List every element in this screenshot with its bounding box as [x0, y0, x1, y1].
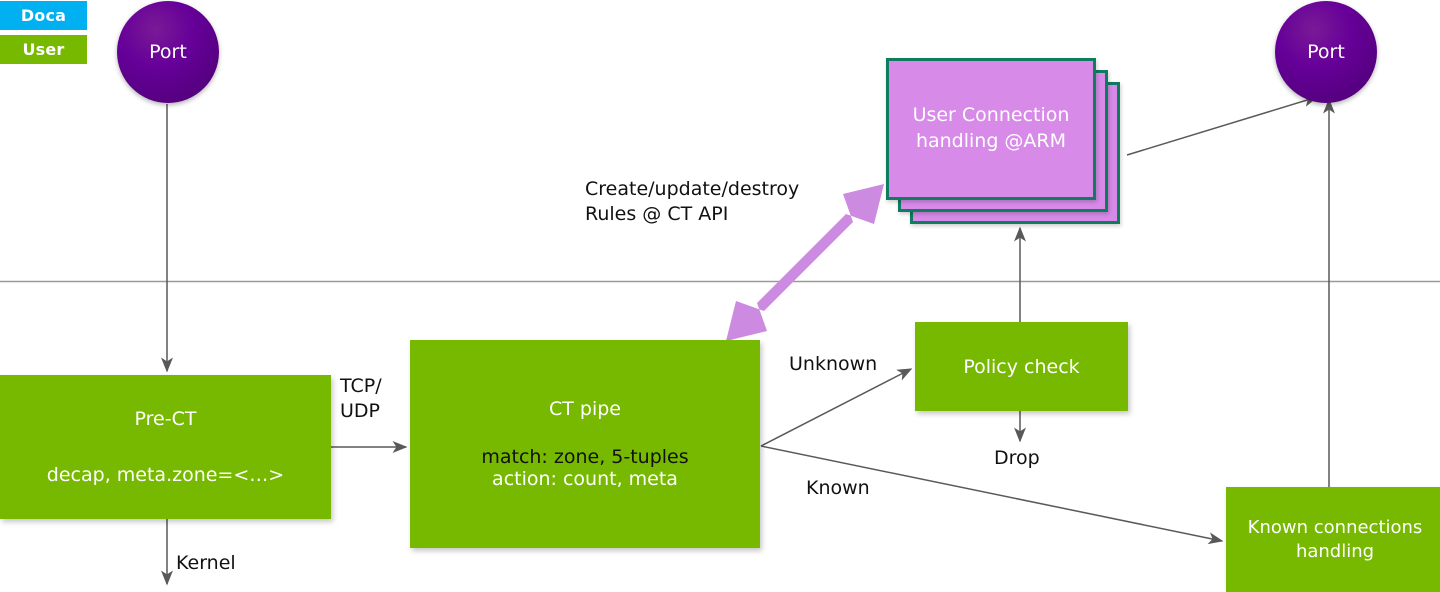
ct-pipe-match: match: zone, 5-tuples [481, 446, 689, 468]
port-left-label: Port [149, 41, 187, 63]
port-right-label: Port [1307, 41, 1345, 63]
user-connection-label: User Connection handling @ARM [912, 104, 1070, 152]
edge-user-connection-to-port-right [1126, 95, 1319, 156]
node-ct-pipe[interactable]: CT pipe match: zone, 5-tuples action: co… [410, 340, 760, 548]
edge-label-tcp-udp: TCP/ UDP [340, 375, 382, 422]
edge-label-unknown: Unknown [789, 353, 878, 375]
pre-ct-title: Pre-CT [134, 408, 197, 430]
node-policy-check[interactable]: Policy check [915, 322, 1128, 411]
user-connection-card-front[interactable]: User Connection handling @ARM [886, 58, 1096, 200]
pre-ct-subtitle: decap, meta.zone=<…> [46, 464, 285, 486]
edge-label-drop: Drop [994, 447, 1040, 469]
node-port-right[interactable]: Port [1275, 1, 1377, 103]
node-pre-ct[interactable]: Pre-CT decap, meta.zone=<…> [0, 375, 331, 519]
edge-label-kernel: Kernel [176, 552, 236, 574]
known-connections-label: Known connections handling [1247, 517, 1423, 562]
ct-pipe-action: action: count, meta [492, 468, 678, 490]
ct-pipe-title: CT pipe [548, 398, 621, 420]
legend-label-doca: Doca [20, 6, 67, 25]
edge-ct-pipe-to-known-connections [760, 445, 1224, 545]
legend-label-user: User [22, 40, 65, 59]
edge-ct-pipe-to-policy-check [760, 368, 913, 447]
policy-check-label: Policy check [963, 355, 1080, 378]
node-known-connections[interactable]: Known connections handling [1226, 487, 1440, 592]
ct-api-double-arrow [726, 184, 884, 341]
edge-label-create-rules: Create/update/destroy Rules @ CT API [585, 178, 800, 225]
node-port-left[interactable]: Port [117, 1, 219, 103]
legend-item-doca: Doca [0, 1, 87, 30]
edge-label-known: Known [806, 477, 870, 499]
legend-item-user: User [0, 35, 87, 64]
